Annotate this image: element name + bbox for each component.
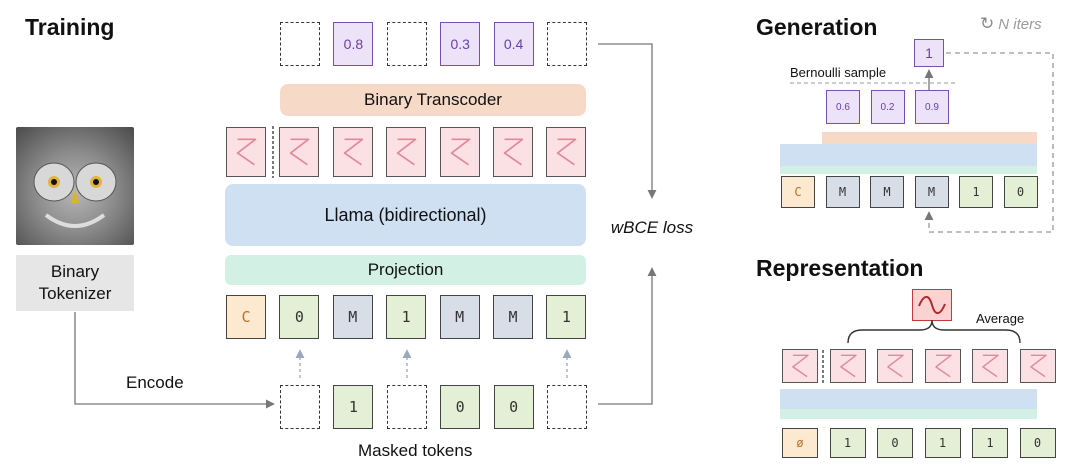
masked-token — [280, 385, 320, 429]
wave-glyph-icon — [792, 354, 809, 378]
masked-token — [547, 385, 587, 429]
gen-llama-bar — [780, 144, 1037, 166]
average-embedding-token — [912, 289, 952, 321]
rep-input-token: 0 — [877, 428, 913, 458]
masked-token: 0 — [493, 385, 534, 429]
rep-llama-bar — [780, 389, 1037, 409]
wave-glyph-icon — [982, 354, 999, 378]
input-token: M — [332, 295, 373, 339]
rep-latent-token — [782, 349, 818, 383]
wave-glyph-icon — [934, 354, 952, 378]
wbce-loss-label: wBCE loss — [610, 218, 694, 237]
gen-transcoder-bar — [822, 132, 1037, 144]
rep-latent-token — [877, 349, 913, 383]
wave-icon — [918, 296, 946, 314]
latent-token — [226, 127, 266, 177]
latent-token — [386, 127, 427, 177]
prob-token: 0.6 — [826, 90, 860, 124]
rep-latent-token — [972, 349, 1008, 383]
wave-glyph-icon — [290, 138, 310, 166]
wave-glyph-icon — [343, 138, 364, 166]
gen-input-token: C — [781, 176, 815, 208]
bernoulli-label: Bernoulli sample — [790, 65, 887, 80]
output-token — [547, 22, 587, 66]
output-token: 0.4 — [493, 22, 534, 66]
representation-title: Representation — [756, 255, 924, 281]
iteration-loop-arrow — [924, 52, 1054, 233]
latent-token — [493, 127, 533, 177]
wave-glyph-icon — [503, 138, 524, 166]
rep-input-token: 1 — [972, 428, 1008, 458]
wave-glyph-icon — [450, 138, 470, 166]
masked-tokens-label: Masked tokens — [358, 441, 473, 460]
input-token: 1 — [546, 295, 587, 339]
owl-image — [16, 127, 134, 245]
input-token: C — [226, 295, 266, 339]
wave-glyph-icon — [396, 138, 417, 166]
average-brace — [847, 319, 1021, 344]
input-token: 0 — [279, 295, 320, 339]
output-token — [280, 22, 320, 66]
gen-projection-bar — [780, 166, 1037, 174]
gen-input-token: 1 — [959, 176, 993, 208]
iters-indicator: ↻N iters — [980, 14, 1042, 34]
masked-token — [386, 385, 427, 429]
loss-arrow-bottom — [598, 267, 657, 405]
wave-glyph-icon — [887, 354, 904, 378]
output-token: 0.8 — [333, 22, 374, 66]
binary-tokenizer-box: Binary Tokenizer — [16, 255, 134, 311]
encode-label: Encode — [126, 373, 184, 392]
gen-input-token: M — [870, 176, 904, 208]
rep-latent-token — [1019, 349, 1056, 383]
gen-input-token: M — [825, 176, 860, 208]
training-title: Training — [25, 14, 115, 40]
latent-token — [332, 127, 373, 177]
prob-token: 0.2 — [870, 90, 905, 124]
output-token: 0.3 — [440, 22, 481, 66]
generation-title: Generation — [756, 14, 878, 40]
gen-input-token: M — [914, 176, 949, 208]
refresh-icon: ↻ — [980, 14, 995, 33]
input-token: M — [493, 295, 533, 339]
masked-token: 0 — [440, 385, 481, 429]
encode-arrow — [74, 312, 275, 409]
output-token — [386, 22, 427, 66]
input-token: 1 — [386, 295, 427, 339]
prob-token: 0.9 — [915, 90, 949, 124]
rep-projection-bar — [780, 409, 1037, 419]
input-token: M — [439, 295, 480, 339]
loss-arrow-top — [598, 43, 657, 199]
rep-latent-token — [924, 349, 961, 383]
llama-bar: Llama (bidirectional) — [225, 184, 586, 246]
wave-glyph-icon — [1029, 354, 1047, 378]
sample-token: 1 — [914, 39, 944, 67]
latent-token — [279, 127, 320, 177]
rep-input-token: ø — [782, 428, 818, 458]
gen-input-token: 0 — [1003, 176, 1038, 208]
wave-glyph-icon — [557, 138, 577, 166]
latent-token — [439, 127, 480, 177]
rep-input-token: 1 — [924, 428, 961, 458]
rep-input-token: 0 — [1019, 428, 1056, 458]
rep-latent-token — [829, 349, 866, 383]
wave-glyph-icon — [236, 138, 257, 166]
wave-glyph-icon — [839, 354, 857, 378]
average-label: Average — [976, 311, 1025, 326]
projection-bar: Projection — [225, 255, 586, 285]
latent-token — [546, 127, 587, 177]
masked-token: 1 — [333, 385, 374, 429]
binary-transcoder-bar: Binary Transcoder — [280, 84, 586, 116]
iters-label: N iters — [998, 16, 1042, 33]
rep-input-token: 1 — [829, 428, 866, 458]
